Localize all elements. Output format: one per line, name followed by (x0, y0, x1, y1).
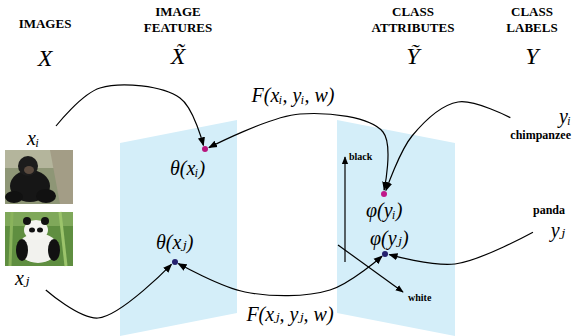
embedding-point (381, 191, 387, 197)
set-symbol: X (25, 44, 65, 72)
image-node: xⱼ (5, 212, 73, 290)
attribute-node: φ(yᵢ) (366, 194, 402, 222)
set-symbol: Y (512, 42, 552, 70)
math-label: φ(yⱼ) (370, 226, 409, 254)
feature-node: θ(xᵢ) (170, 149, 205, 180)
attribute-axis (344, 157, 345, 262)
chimpanzee-photo (5, 150, 73, 204)
attribute-node: φ(yⱼ) (370, 226, 409, 254)
panda-photo (5, 212, 73, 266)
axis-label: white (408, 292, 431, 304)
feature-plane (120, 120, 237, 336)
embedding-point (202, 146, 208, 152)
mapping-arrow (178, 256, 382, 296)
compatibility-function: F(xᵢ, yᵢ, w) (250, 83, 337, 107)
mapping-arrow (56, 85, 203, 145)
mapping-arrow (386, 102, 510, 191)
set-symbol: Ỹ (393, 42, 433, 70)
axis-label: black (349, 151, 372, 163)
mapping-arrow (389, 232, 533, 264)
compatibility-function: F(xⱼ, yⱼ, w) (244, 302, 335, 326)
class-label-node: yᵢchimpanzee (510, 104, 571, 143)
math-label: yⱼ (533, 218, 565, 242)
set-symbol: X̃ (158, 42, 198, 70)
attribute-plane (337, 120, 455, 336)
math-label: xᵢ (5, 126, 73, 150)
photo-frame (5, 212, 73, 266)
column-header: CLASS ATTRIBUTES (358, 4, 468, 36)
math-label: θ(xᵢ) (170, 149, 205, 180)
photo-frame (5, 150, 73, 204)
embedding-point (382, 251, 388, 257)
column-header: IMAGES (5, 16, 85, 32)
math-label: yᵢ (510, 104, 571, 128)
math-label: φ(yᵢ) (366, 194, 402, 222)
class-name: panda (533, 203, 565, 218)
image-node: xᵢ (5, 126, 73, 204)
embedding-point (172, 259, 178, 265)
mapping-arrow (209, 114, 388, 190)
math-label: θ(xⱼ) (156, 230, 193, 262)
feature-node: θ(xⱼ) (156, 230, 193, 262)
class-name: chimpanzee (510, 128, 571, 143)
column-header: IMAGE FEATURES (123, 4, 233, 36)
math-label: xⱼ (5, 266, 73, 290)
column-header: CLASS LABELS (496, 4, 568, 36)
class-label-node: pandayⱼ (533, 203, 565, 242)
attribute-axis (338, 245, 403, 292)
mapping-arrow (46, 264, 172, 318)
